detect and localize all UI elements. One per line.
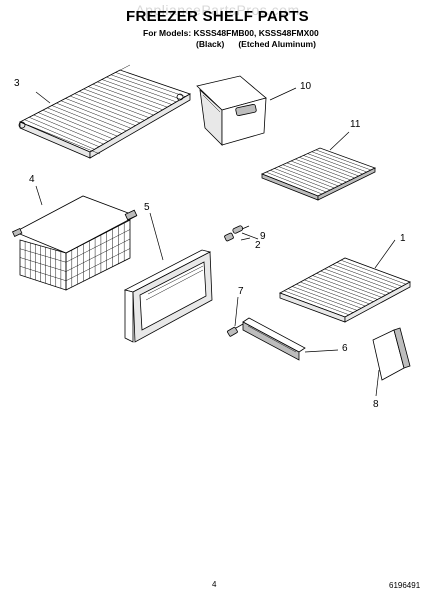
- variant-labels: (Black) (Etched Aluminum): [196, 39, 330, 49]
- callout-9: 9: [260, 231, 266, 242]
- callout-11: 11: [350, 119, 361, 130]
- callout-5: 5: [144, 202, 150, 213]
- callout-leaders: [35, 87, 396, 397]
- callout-1: 1: [400, 233, 406, 244]
- part-3-wire-shelf: [18, 64, 191, 159]
- page-title: FREEZER SHELF PARTS: [126, 8, 309, 25]
- callout-7: 7: [238, 286, 244, 297]
- part-4-wire-basket: [11, 195, 138, 291]
- models-line: For Models: KSSS48FMB00, KSSS48FMX00: [143, 28, 319, 38]
- part-10-bin: [196, 75, 267, 146]
- document-number: 6196491: [389, 581, 421, 590]
- part-7-screw: [227, 323, 244, 337]
- callout-3: 3: [14, 78, 20, 89]
- page-number: 4: [212, 580, 217, 589]
- part-11-glass-shelf: [260, 147, 377, 201]
- part-8-cover: [372, 327, 411, 381]
- variant-etched-aluminum: (Etched Aluminum): [238, 39, 316, 49]
- part-2-9-hardware: [224, 225, 250, 242]
- part-5-drawer-front: [123, 249, 213, 343]
- callout-8: 8: [373, 399, 379, 410]
- variant-black: (Black): [196, 39, 225, 49]
- part-1-wire-shelf: [279, 257, 411, 323]
- callout-4: 4: [29, 174, 35, 185]
- part-6-trim-rail: [242, 317, 306, 361]
- callout-6: 6: [342, 343, 348, 354]
- callout-2: 2: [255, 240, 261, 251]
- callout-10: 10: [300, 81, 312, 92]
- watermark: AppliancePartsPros.com: [135, 2, 300, 18]
